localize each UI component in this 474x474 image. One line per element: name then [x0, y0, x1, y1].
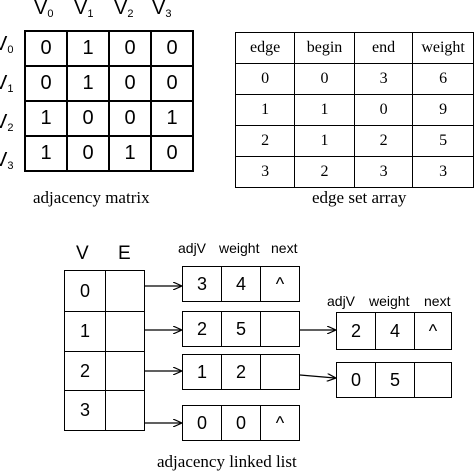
- matrix-row-header: V3: [0, 149, 14, 172]
- edge-table-cell: 6: [412, 63, 474, 95]
- node-next-cell: [414, 362, 452, 398]
- node-header-weight: weight: [219, 240, 260, 256]
- matrix-cell: 0: [150, 30, 194, 67]
- edge-table-row: 0 0 3 6: [234, 63, 474, 95]
- edge-table-row: 3 2 3 3: [234, 156, 474, 188]
- matrix-cell: 1: [108, 135, 152, 172]
- edge-table-cell: 3: [412, 156, 474, 188]
- matrix-row: 1 0 1 0: [24, 135, 194, 172]
- edge-table-row: 1 1 0 9: [234, 94, 474, 126]
- node-header-next: next: [271, 240, 298, 256]
- matrix-cell: 0: [66, 100, 110, 137]
- edge-table-header: end: [353, 32, 414, 64]
- edge-caption: edge set array: [312, 188, 407, 207]
- matrix-cell: 0: [150, 135, 194, 172]
- matrix-row-header: V2: [0, 111, 14, 134]
- matrix-cell: 0: [108, 100, 152, 137]
- edge-table-cell: 3: [353, 156, 414, 188]
- node-next-cell: [260, 311, 300, 347]
- edge-table-cell: 1: [234, 94, 296, 126]
- edge-table: edge begin end weight 0 0 3 6 1 1 0 9 2 …: [234, 32, 474, 188]
- node-next-cell: ^: [260, 405, 300, 441]
- edge-table-header-row: edge begin end weight: [234, 32, 474, 64]
- matrix-cell: 0: [24, 65, 68, 102]
- node-next-cell: [260, 354, 300, 390]
- matrix-cell: 1: [24, 100, 68, 137]
- edge-table-cell: 9: [412, 94, 474, 126]
- node-header-adjv: adjV: [178, 240, 207, 256]
- matrix-row: 0 1 0 0: [24, 30, 194, 67]
- edge-table-cell: 2: [294, 156, 355, 188]
- matrix-cell: 1: [66, 30, 110, 67]
- e-header: E: [118, 243, 131, 264]
- matrix-caption: adjacency matrix: [33, 188, 150, 207]
- edge-table-header: edge: [234, 32, 296, 64]
- matrix-row: 1 0 0 1: [24, 100, 194, 137]
- matrix-col-header: V1: [74, 0, 94, 20]
- v-header: V: [76, 243, 89, 264]
- matrix-cell: 1: [66, 65, 110, 102]
- matrix-cell: 0: [108, 65, 152, 102]
- matrix-row-header: V0: [0, 33, 14, 56]
- matrix-cell: 1: [24, 135, 68, 172]
- matrix-col-header: V0: [34, 0, 54, 20]
- edge-table-header: weight: [412, 32, 474, 64]
- matrix-row: 0 1 0 0: [24, 65, 194, 102]
- linked-list-caption: adjacency linked list: [157, 452, 297, 471]
- edge-table-cell: 0: [294, 63, 355, 95]
- matrix-row-header: V1: [0, 72, 14, 95]
- matrix-grid: 0 1 0 0 0 1 0 0 1 0 0 1 1 0 1 0: [24, 30, 194, 172]
- matrix-cell: 1: [150, 100, 194, 137]
- node-header-weight: weight: [369, 293, 410, 309]
- matrix-col-header: V2: [114, 0, 134, 20]
- edge-table-cell: 2: [234, 125, 296, 157]
- edge-pointer-cell: [105, 390, 145, 431]
- pointer-arrow: [299, 375, 335, 378]
- matrix-cell: 0: [150, 65, 194, 102]
- node-next-cell: ^: [414, 312, 452, 350]
- matrix-col-header: V3: [152, 0, 172, 20]
- node-header-adjv: adjV: [327, 293, 356, 309]
- node-next-cell: ^: [260, 266, 300, 302]
- edge-table-header: begin: [294, 32, 355, 64]
- matrix-cell: 0: [24, 30, 68, 67]
- node-header-next: next: [424, 293, 451, 309]
- edge-table-cell: 0: [353, 94, 414, 126]
- matrix-cell: 0: [66, 135, 110, 172]
- matrix-cell: 0: [108, 30, 152, 67]
- edge-table-cell: 3: [234, 156, 296, 188]
